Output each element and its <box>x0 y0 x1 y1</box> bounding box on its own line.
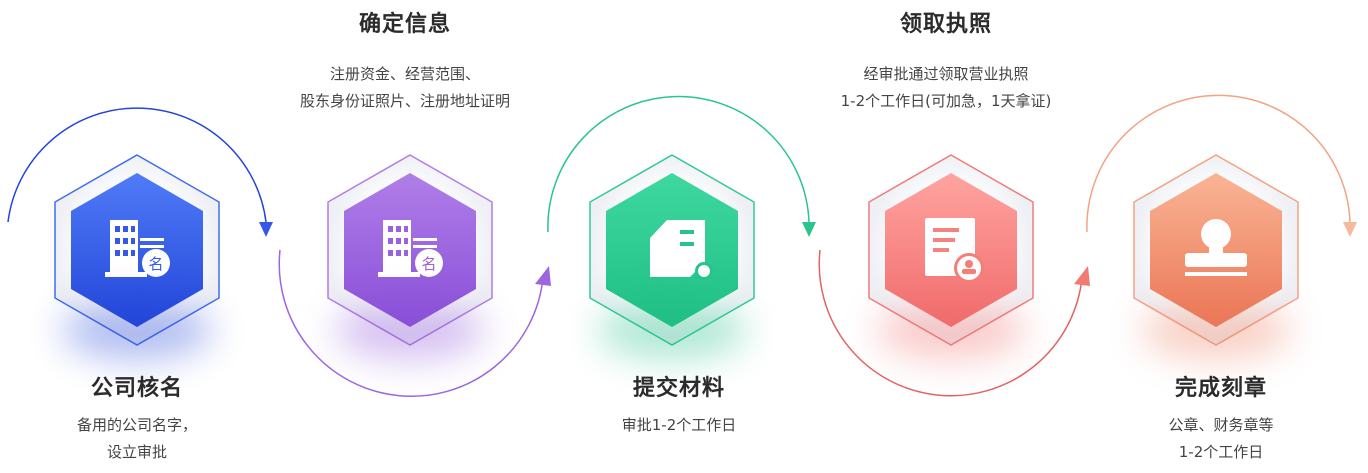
svg-text:名: 名 <box>421 255 436 273</box>
step-2-desc-line-2: 股东身份证照片、注册地址证明 <box>299 92 510 110</box>
connector-arc-1 <box>7 107 267 223</box>
building-name-icon: 名 <box>105 220 170 277</box>
step-3-desc-line-1: 审批1-2个工作日 <box>621 416 737 434</box>
connector-arc-2 <box>278 249 544 397</box>
connector-arc-3 <box>547 95 810 233</box>
step-2-hexagon: 名 <box>327 154 493 346</box>
document-submit-icon <box>650 220 713 280</box>
step-5-desc-line-1: 公章、财务章等 <box>1168 416 1274 434</box>
step-4-desc-line-2: 1-2个工作日(可加急，1天拿证) <box>840 92 1052 110</box>
step-2-title: 确定信息 <box>358 12 451 37</box>
arrow-head-5 <box>1343 222 1357 237</box>
arrow-head-2 <box>535 266 551 286</box>
step-1-desc-line-2: 设立审批 <box>106 443 167 461</box>
step-1-desc-line-1: 备用的公司名字， <box>76 416 197 434</box>
step-1-hexagon: 名 <box>54 154 220 346</box>
step-2-shadow <box>335 300 485 360</box>
step-4-title: 领取执照 <box>899 12 992 37</box>
connector-arc-4 <box>818 249 1083 397</box>
step-5-title: 完成刻章 <box>1174 376 1267 401</box>
svg-text:名: 名 <box>148 255 163 273</box>
arrow-head-4 <box>1074 266 1090 286</box>
arrow-head-3 <box>802 222 816 237</box>
step-1-title: 公司核名 <box>90 376 183 401</box>
step-3-hexagon <box>589 154 755 346</box>
step-3-description: 审批1-2个工作日 <box>519 412 839 439</box>
step-2-desc-line-1: 注册资金、经营范围、 <box>329 65 480 83</box>
stamp-icon <box>1185 219 1247 276</box>
step-3-title: 提交材料 <box>632 376 725 401</box>
step-3-shadow <box>597 300 747 360</box>
step-5-hexagon <box>1133 154 1299 346</box>
step-2-description: 注册资金、经营范围、 股东身份证照片、注册地址证明 <box>245 61 565 115</box>
license-certificate-icon <box>925 218 984 283</box>
step-4-description: 经审批通过领取营业执照 1-2个工作日(可加急，1天拿证) <box>786 61 1106 115</box>
building-name-icon: 名 <box>378 220 443 277</box>
step-5-shadow <box>1141 300 1291 360</box>
step-4-shadow <box>876 300 1026 360</box>
step-1-description: 备用的公司名字， 设立审批 <box>0 412 297 466</box>
connector-arc-5 <box>1086 94 1351 233</box>
step-5-description: 公章、财务章等 1-2个工作日 <box>1061 412 1368 466</box>
step-4-desc-line-1: 经审批通过领取营业执照 <box>863 65 1029 83</box>
step-5-desc-line-2: 1-2个工作日 <box>1178 443 1264 461</box>
arrow-head-1 <box>259 222 273 237</box>
step-1-shadow <box>62 300 212 360</box>
step-4-hexagon <box>868 154 1034 346</box>
